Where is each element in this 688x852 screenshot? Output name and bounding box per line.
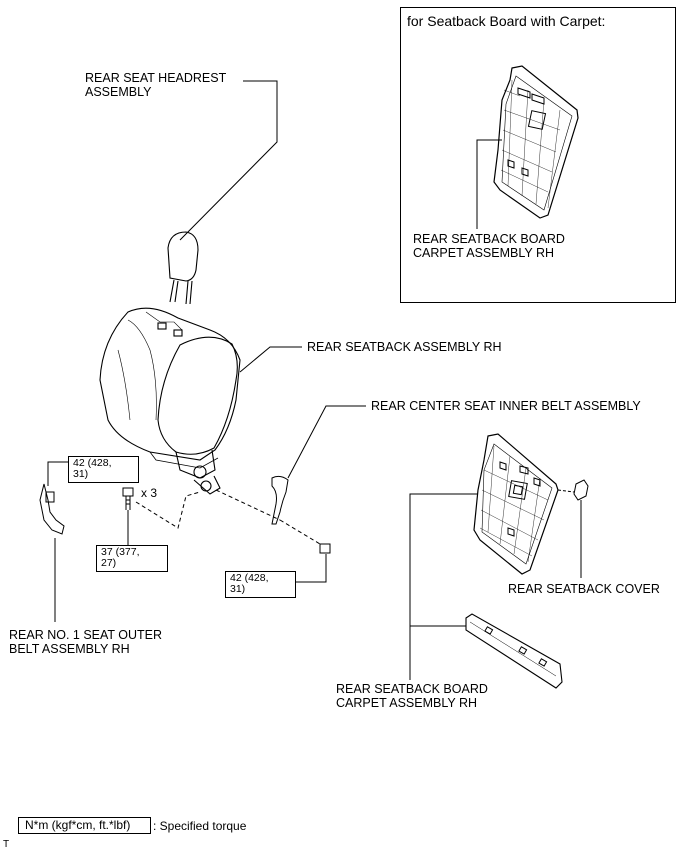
headrest-label: REAR SEAT HEADREST ASSEMBLY: [85, 71, 226, 99]
inset-part-label-line2: CARPET ASSEMBLY RH: [413, 246, 555, 260]
seatback-label: REAR SEATBACK ASSEMBLY RH: [307, 340, 502, 354]
torque-box-3: 42 (428, 31): [225, 571, 296, 598]
board-label: REAR SEATBACK BOARD CARPET ASSEMBLY RH: [336, 682, 488, 710]
main-board: [473, 433, 559, 575]
center-belt-part: [271, 475, 331, 554]
torque-box-2: 37 (377, 27): [96, 545, 168, 572]
headrest: [167, 231, 199, 305]
outer-belt-label-line2: BELT ASSEMBLY RH: [9, 642, 130, 656]
board-label-line1: REAR SEATBACK BOARD: [336, 682, 488, 696]
torque-box-1-line2: 31): [73, 468, 89, 480]
t3-leader: [296, 554, 327, 583]
bolt-x3: [122, 487, 134, 510]
seatback: [99, 307, 241, 495]
torque-box-3-line1: 42 (428,: [230, 572, 269, 584]
corner-mark: T: [3, 839, 10, 850]
torque-box-1: 42 (428, 31): [68, 456, 139, 483]
headrest-label-line2: ASSEMBLY: [85, 85, 152, 99]
inset-leader: [476, 139, 502, 229]
dashed-links: [135, 489, 321, 545]
t1-leader: [47, 461, 68, 486]
inset-title: for Seatback Board with Carpet:: [407, 13, 606, 29]
seatback-leader: [239, 346, 302, 373]
torque-box-2-line1: 37 (377,: [101, 546, 140, 558]
headrest-leader: [179, 80, 278, 241]
board-leader: [409, 493, 478, 680]
torque-box-2-line2: 27): [101, 557, 117, 569]
headrest-label-line1: REAR SEAT HEADREST: [85, 71, 227, 85]
legend-torque-box: N*m (kgf*cm, ft.*lbf): [18, 817, 151, 834]
inset-part-label: REAR SEATBACK BOARD CARPET ASSEMBLY RH: [413, 232, 565, 260]
inset-part-label-line1: REAR SEATBACK BOARD: [413, 232, 565, 246]
lower-board: [465, 613, 563, 689]
torque-box-1-line1: 42 (428,: [73, 457, 112, 469]
outer-belt-label-line1: REAR NO. 1 SEAT OUTER: [9, 628, 163, 642]
board-label-line2: CARPET ASSEMBLY RH: [336, 696, 478, 710]
inset-carpet-board: [493, 65, 579, 219]
center-belt-label: REAR CENTER SEAT INNER BELT ASSEMBLY: [371, 399, 641, 413]
cover-label: REAR SEATBACK COVER: [508, 582, 660, 596]
outer-belt-label: REAR NO. 1 SEAT OUTER BELT ASSEMBLY RH: [9, 628, 162, 656]
outer-belt-part: [39, 466, 65, 535]
legend-description: : Specified torque: [153, 819, 247, 833]
cover-part: [557, 479, 589, 501]
torque-box-3-line2: 31): [230, 583, 246, 595]
inset-frame: [400, 7, 676, 303]
quantity-label: x 3: [141, 486, 158, 500]
center-belt-leader: [287, 405, 366, 479]
